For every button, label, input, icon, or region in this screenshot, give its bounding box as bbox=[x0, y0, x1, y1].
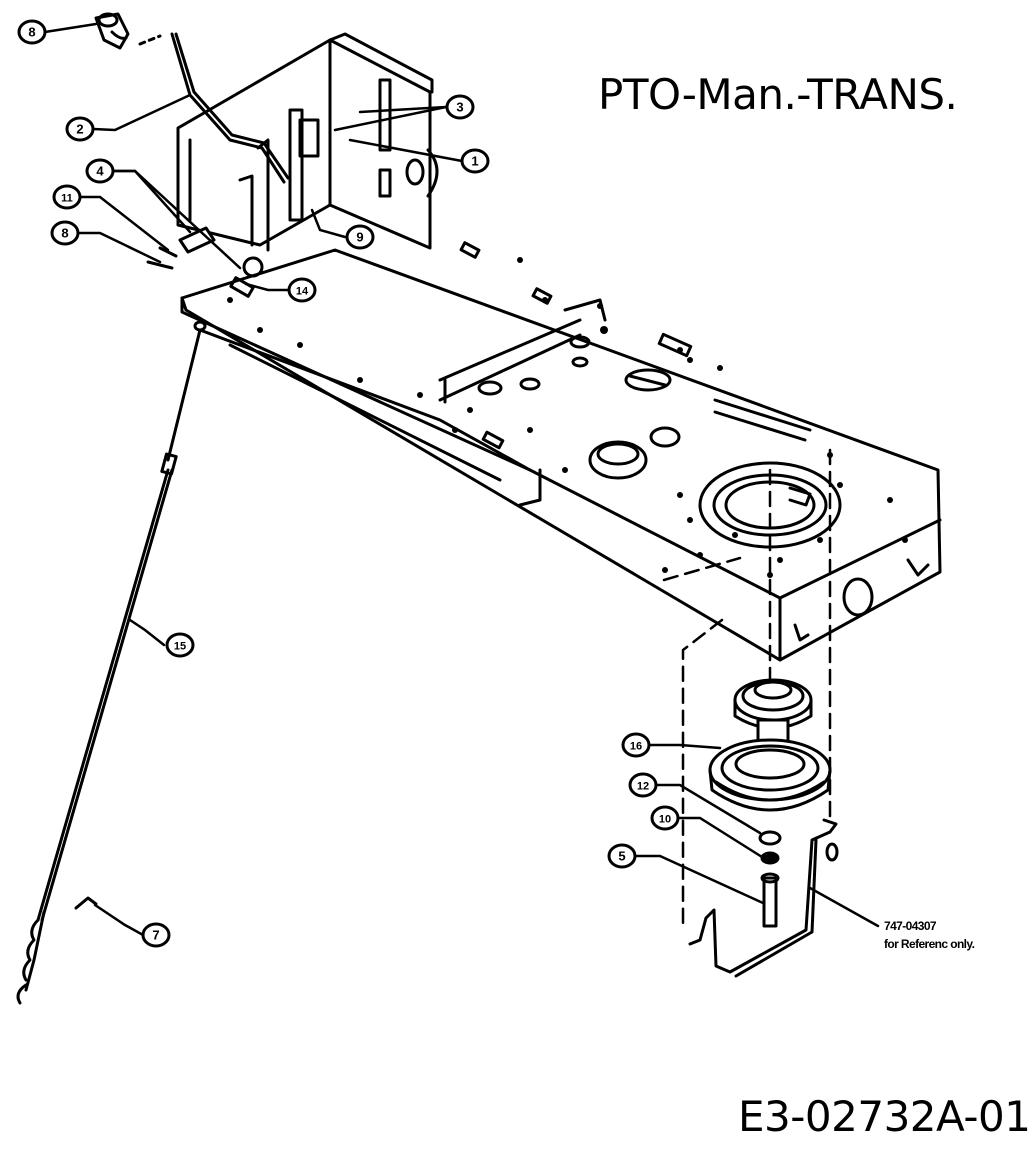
callout-c7: 7 bbox=[141, 922, 171, 948]
callout-label: 7 bbox=[152, 928, 159, 943]
callout-label: 5 bbox=[618, 849, 625, 864]
cable-clip bbox=[74, 896, 98, 910]
callout-label: 10 bbox=[659, 814, 671, 826]
callout-c10: 10 bbox=[650, 805, 680, 831]
document-id: E3-02732A-01 bbox=[738, 1092, 1031, 1141]
callout-label: 15 bbox=[174, 641, 186, 653]
pulley-bolt bbox=[760, 872, 780, 928]
callout-c14: 14 bbox=[287, 277, 317, 303]
callout-label: 9 bbox=[356, 230, 363, 245]
frame-assembly bbox=[180, 241, 942, 662]
pto-cable bbox=[16, 320, 207, 1005]
callout-c4: 4 bbox=[85, 158, 115, 184]
callout-label: 11 bbox=[61, 193, 73, 205]
callout-c16: 16 bbox=[621, 732, 651, 758]
diagram-title: PTO-Man.-TRANS. bbox=[598, 70, 958, 119]
nut bbox=[760, 851, 780, 865]
spring-assembly bbox=[146, 226, 264, 298]
reference-note: 747-04307 for Referenc only. bbox=[884, 917, 975, 953]
reference-part-number: 747-04307 bbox=[884, 919, 937, 933]
callout-c11: 11 bbox=[52, 184, 82, 210]
callout-c8-top: 8 bbox=[17, 19, 47, 45]
engine-pulley bbox=[708, 678, 832, 812]
reference-note-text: for Referenc only. bbox=[884, 937, 975, 951]
reference-bracket bbox=[688, 818, 838, 974]
callout-label: 12 bbox=[637, 781, 649, 793]
callout-c12: 12 bbox=[628, 772, 658, 798]
lever-knob bbox=[94, 12, 162, 50]
callout-label: 14 bbox=[296, 286, 309, 298]
washer bbox=[758, 830, 782, 846]
callout-c3: 3 bbox=[445, 94, 475, 120]
callout-label: 2 bbox=[76, 122, 83, 137]
callout-c9: 9 bbox=[345, 224, 375, 250]
callout-label: 8 bbox=[61, 226, 68, 241]
callout-c5: 5 bbox=[607, 843, 637, 869]
callout-c15: 15 bbox=[165, 632, 195, 658]
callout-c1: 1 bbox=[460, 148, 490, 174]
callout-label: 16 bbox=[630, 741, 642, 753]
callout-label: 1 bbox=[471, 154, 478, 169]
callout-label: 3 bbox=[456, 100, 463, 115]
callout-c8-left: 8 bbox=[50, 220, 80, 246]
dash-bracket bbox=[176, 32, 439, 252]
callout-c2: 2 bbox=[65, 116, 95, 142]
pto-lever bbox=[170, 32, 286, 184]
callout-label: 8 bbox=[28, 25, 35, 40]
callout-label: 4 bbox=[96, 164, 104, 179]
